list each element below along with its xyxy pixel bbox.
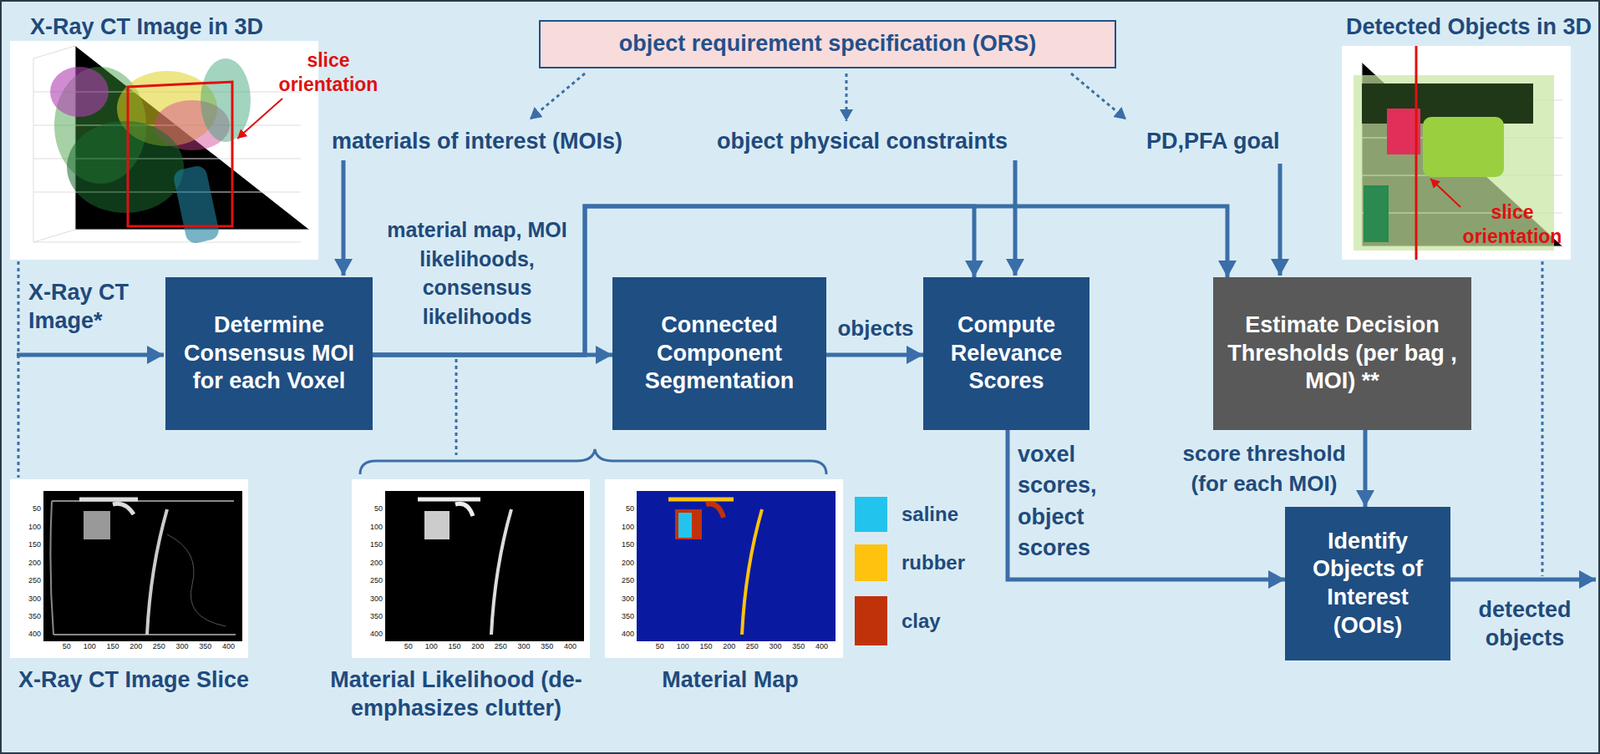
process-box: Compute Relevance Scores [923, 277, 1090, 431]
spec-box: object requirement specification (ORS) [538, 20, 1117, 69]
axis-tick: 250 [621, 577, 635, 585]
callout-label: slice orientation [1449, 200, 1575, 249]
axis-tick: 300 [769, 643, 783, 651]
text-label: Material Map [646, 666, 814, 696]
axis-tick: 250 [494, 643, 508, 651]
axis-tick: 300 [370, 595, 383, 604]
text-label: materials of interest (MOIs) [331, 127, 683, 157]
flow-arrow [1363, 430, 1368, 508]
process-box: Connected Component Segmentation [612, 277, 827, 431]
axis-tick: 300 [28, 595, 41, 604]
node-text: object requirement specification (ORS) [619, 30, 1037, 59]
text-label: X-Ray CT Image in 3D [30, 13, 315, 42]
axis-tick: 300 [621, 595, 635, 604]
axis-tick: 150 [621, 541, 635, 549]
axis-tick: 50 [62, 643, 72, 651]
axis-tick: 350 [621, 613, 635, 621]
axis-tick: 200 [471, 643, 484, 651]
axis-tick: 100 [676, 643, 690, 651]
axis-tick: 50 [625, 505, 635, 514]
axis-tick: 50 [32, 505, 41, 514]
callout-label: slice orientation [265, 48, 392, 97]
ct-3d-image [10, 40, 319, 260]
axis-tick: 150 [28, 541, 41, 549]
axis-tick: 150 [106, 643, 120, 651]
axis-tick: 150 [700, 643, 713, 651]
axis-tick: 350 [370, 613, 383, 621]
process-box: Determine Consensus MOI for each Voxel [165, 277, 373, 431]
node-text: Identify Objects of Interest (OOIs) [1291, 528, 1444, 641]
axis-tick: 400 [222, 643, 235, 651]
axis-tick: 100 [621, 523, 635, 532]
likelihood-image [351, 479, 590, 659]
legend-swatch [854, 544, 888, 582]
axis-tick: 250 [370, 577, 383, 585]
axis-tick: 350 [792, 643, 805, 651]
legend-swatch [854, 596, 888, 646]
axis-tick: 350 [198, 643, 212, 651]
axis-tick: 100 [425, 643, 438, 651]
axis-tick: 400 [370, 630, 383, 639]
ct-slice-image [10, 479, 249, 659]
axis-tick: 350 [28, 613, 41, 621]
axis-tick: 400 [815, 643, 828, 651]
axis-tick: 50 [404, 643, 413, 651]
edge-label: material map, MOI likelihoods, consensus… [374, 215, 580, 331]
process-box: Estimate Decision Thresholds (per bag , … [1213, 277, 1472, 431]
node-text: Compute Relevance Scores [929, 311, 1083, 397]
text-label: object physical constraints [716, 127, 1068, 157]
text-label: X-Ray CT Image Slice [18, 666, 307, 696]
node-text: Connected Component Segmentation [619, 311, 820, 397]
legend-text: clay [901, 609, 941, 635]
axis-tick: 300 [176, 643, 189, 651]
legend-text: saline [901, 502, 959, 528]
node-text: Estimate Decision Thresholds (per bag , … [1219, 311, 1465, 397]
axis-tick: 200 [129, 643, 143, 651]
axis-tick: 50 [374, 505, 383, 514]
axis-tick: 400 [621, 630, 635, 639]
axis-tick: 150 [448, 643, 462, 651]
axis-tick: 200 [722, 643, 736, 651]
axis-tick: 250 [152, 643, 166, 651]
axis-tick: 150 [370, 541, 383, 549]
axis-tick: 300 [518, 643, 531, 651]
axis-tick: 400 [563, 643, 577, 651]
axis-tick: 100 [370, 523, 383, 532]
process-box: Identify Objects of Interest (OOIs) [1285, 507, 1451, 661]
axis-tick: 200 [621, 559, 635, 568]
text-label: X-Ray CT Image* [28, 279, 167, 336]
legend-text: rubber [901, 550, 966, 576]
axis-tick: 200 [370, 559, 383, 568]
axis-tick: 250 [746, 643, 759, 651]
legend-swatch [854, 497, 888, 533]
node-text: Determine Consensus MOI for each Voxel [172, 311, 366, 397]
axis-tick: 50 [655, 643, 665, 651]
text-label: PD,PFA goal [1146, 127, 1314, 157]
axis-tick: 100 [83, 643, 97, 651]
dotted-links [18, 73, 1543, 577]
edge-label: objects [828, 314, 923, 345]
material-map-image [604, 479, 844, 659]
axis-tick: 400 [28, 630, 41, 639]
axis-tick: 100 [28, 523, 41, 532]
bracket [360, 449, 827, 475]
text-label: detected objects [1457, 596, 1592, 654]
edge-label: voxel scores, object scores [1017, 439, 1122, 564]
axis-tick: 200 [28, 559, 41, 568]
text-label: Material Likelihood (de-emphasizes clutt… [305, 666, 607, 724]
edge-label: score threshold (for each MOI) [1168, 439, 1361, 500]
axis-tick: 350 [540, 643, 554, 651]
flow-arrow [826, 353, 924, 358]
text-label: Detected Objects in 3D [1249, 13, 1592, 42]
axis-tick: 250 [28, 577, 41, 585]
